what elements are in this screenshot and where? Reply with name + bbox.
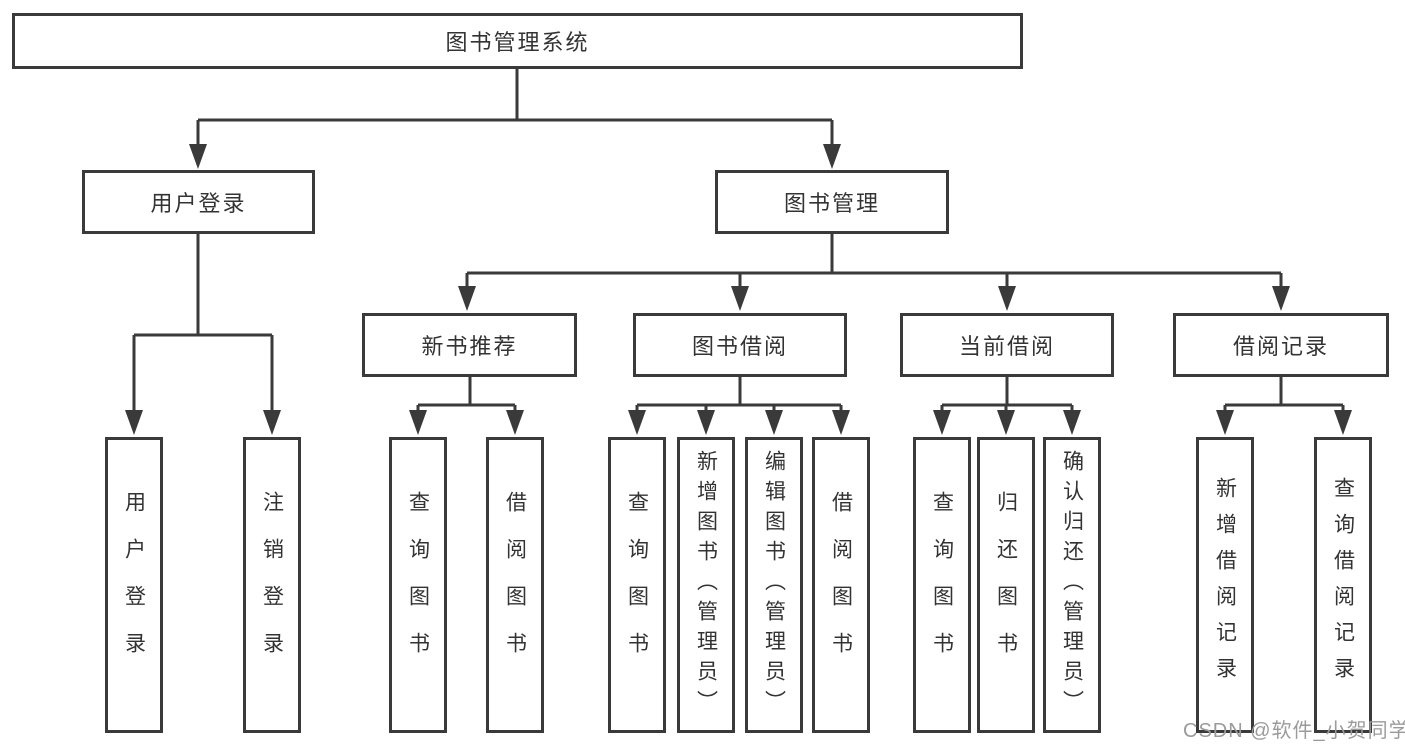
watermark: CSDN @软件_小贺同学 bbox=[1183, 720, 1405, 742]
leaf-user-login: 用户登录 bbox=[105, 437, 163, 733]
leaf-add-borrow-record-label: 新增借阅记录 bbox=[1213, 477, 1237, 693]
node-user-login-label: 用户登录 bbox=[150, 191, 247, 216]
leaf-return-book-label: 归还图书 bbox=[994, 491, 1018, 679]
leaf-query-borrow-record: 查询借阅记录 bbox=[1314, 437, 1372, 733]
leaf-logout: 注销登录 bbox=[243, 437, 301, 733]
node-book-borrow-label: 图书借阅 bbox=[691, 334, 788, 359]
node-borrow-record: 借阅记录 bbox=[1173, 313, 1389, 377]
node-current-borrow-label: 当前借阅 bbox=[958, 334, 1055, 359]
leaf-query-book-current-label: 查询图书 bbox=[930, 491, 954, 679]
leaf-query-borrow-record-label: 查询借阅记录 bbox=[1331, 477, 1355, 693]
leaf-add-borrow-record: 新增借阅记录 bbox=[1196, 437, 1254, 733]
leaf-query-book-borrow-label: 查询图书 bbox=[625, 491, 649, 679]
node-borrow-record-label: 借阅记录 bbox=[1232, 334, 1329, 359]
leaf-add-book-admin: 新增图书（管理员） bbox=[677, 437, 735, 733]
node-current-borrow: 当前借阅 bbox=[900, 313, 1114, 377]
node-root: 图书管理系统 bbox=[12, 13, 1023, 69]
node-root-label: 图书管理系统 bbox=[445, 30, 590, 55]
leaf-confirm-return-admin-label: 确认归还（管理员） bbox=[1060, 450, 1084, 720]
node-book-management-label: 图书管理 bbox=[783, 191, 880, 216]
leaf-add-book-admin-label: 新增图书（管理员） bbox=[694, 450, 718, 720]
leaf-user-login-label: 用户登录 bbox=[122, 491, 146, 679]
node-user-login: 用户登录 bbox=[82, 170, 315, 234]
leaf-borrow-book-recommend-label: 借阅图书 bbox=[503, 491, 527, 679]
leaf-query-book-current: 查询图书 bbox=[913, 437, 971, 733]
node-new-book-recommend: 新书推荐 bbox=[362, 313, 577, 377]
leaf-borrow-book-recommend: 借阅图书 bbox=[486, 437, 544, 733]
leaf-query-book-recommend-label: 查询图书 bbox=[406, 491, 430, 679]
leaf-query-book-recommend: 查询图书 bbox=[389, 437, 447, 733]
leaf-edit-book-admin-label: 编辑图书（管理员） bbox=[762, 450, 786, 720]
leaf-borrow-book-label: 借阅图书 bbox=[829, 491, 853, 679]
leaf-confirm-return-admin: 确认归还（管理员） bbox=[1043, 437, 1101, 733]
leaf-query-book-borrow: 查询图书 bbox=[608, 437, 666, 733]
leaf-logout-label: 注销登录 bbox=[260, 491, 284, 679]
leaf-borrow-book: 借阅图书 bbox=[812, 437, 870, 733]
node-new-book-recommend-label: 新书推荐 bbox=[421, 334, 518, 359]
node-book-management: 图书管理 bbox=[715, 170, 949, 234]
leaf-return-book: 归还图书 bbox=[977, 437, 1035, 733]
leaf-edit-book-admin: 编辑图书（管理员） bbox=[745, 437, 803, 733]
node-book-borrow: 图书借阅 bbox=[633, 313, 847, 377]
